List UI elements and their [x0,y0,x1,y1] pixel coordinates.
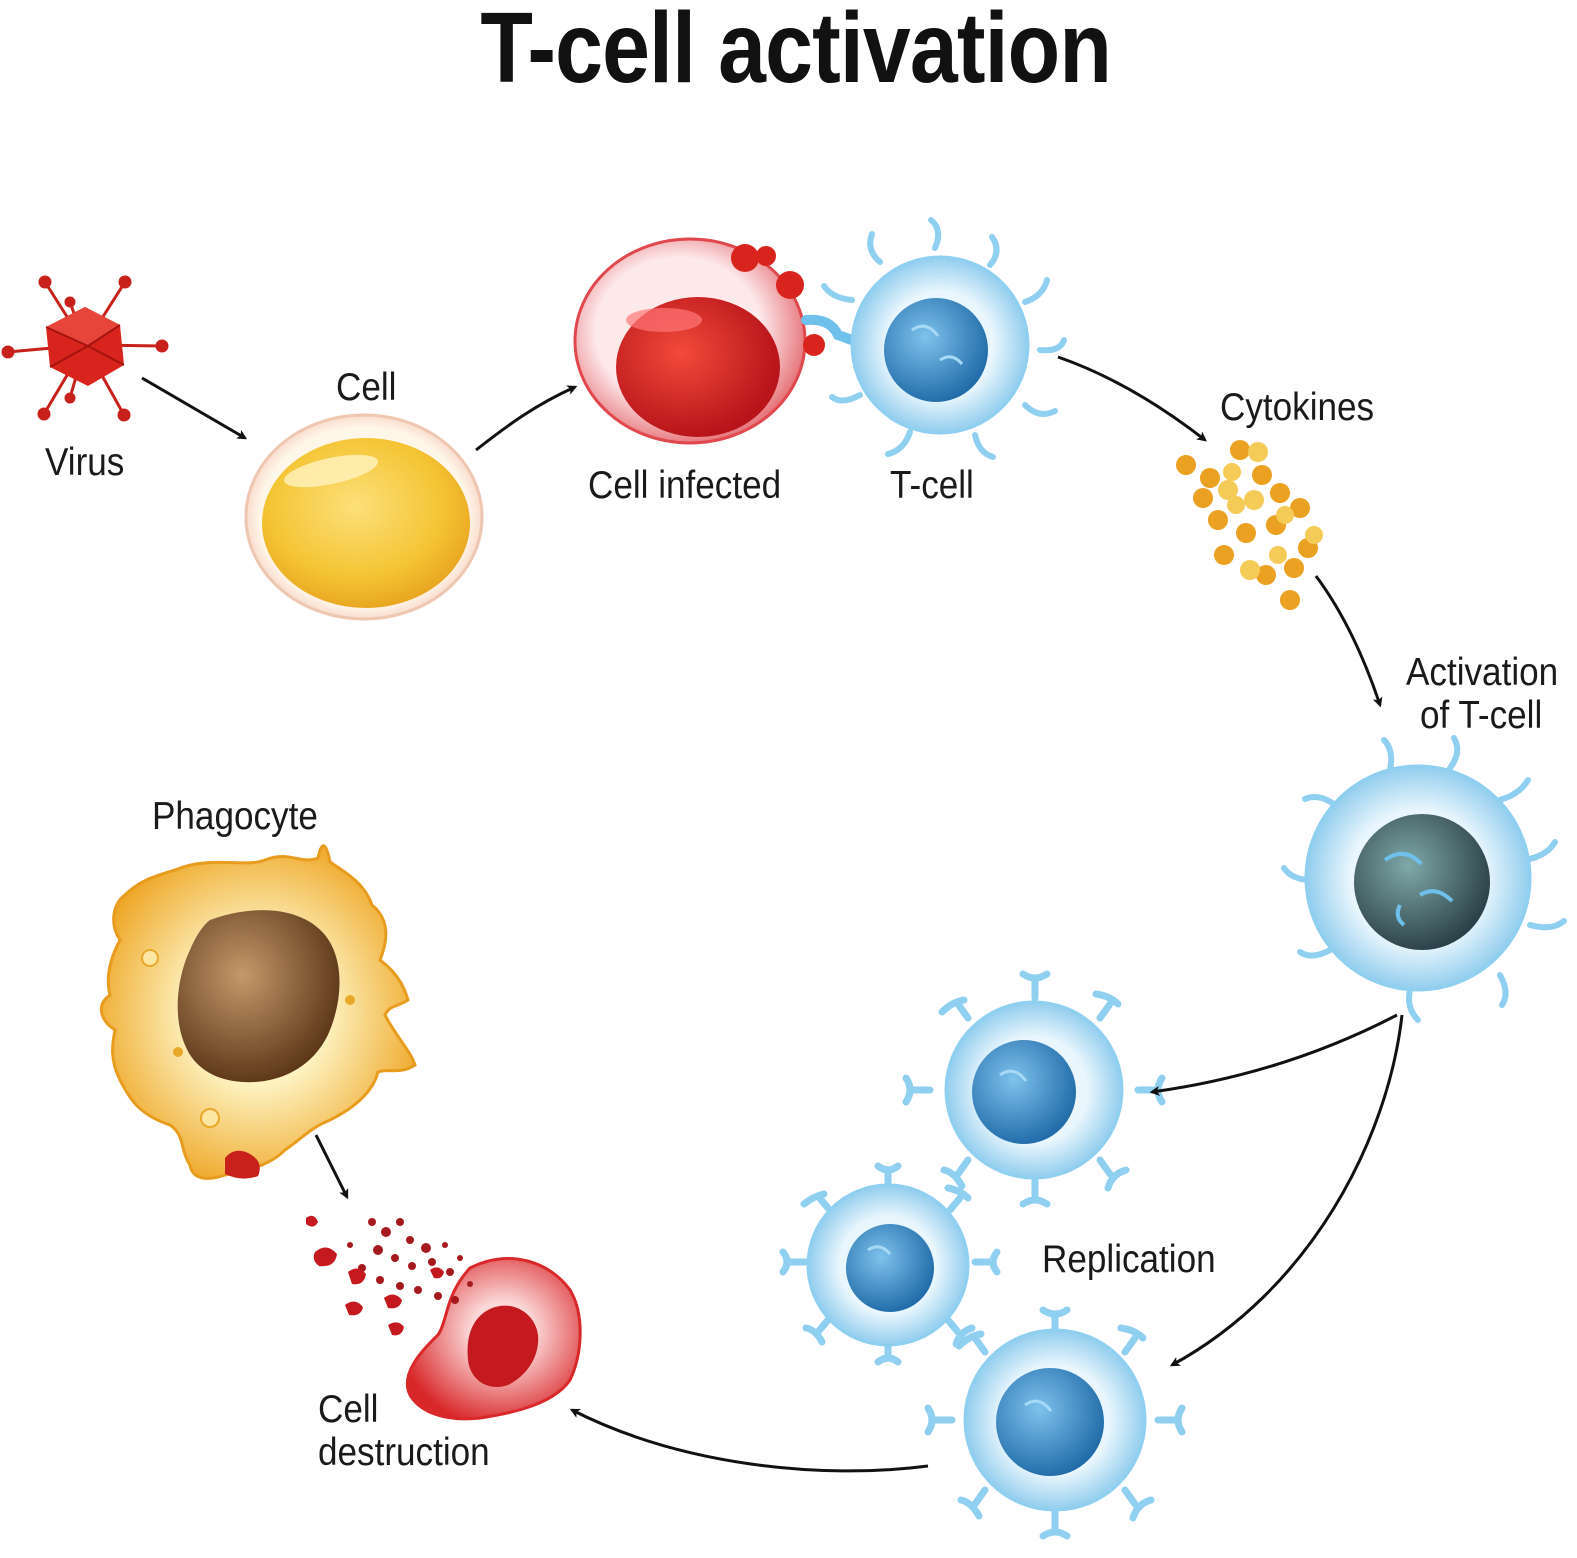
arrow-virus-to-cell [141,376,248,440]
arrow-activation-to-replicate-1 [1149,1013,1398,1096]
flow-arrows [141,355,1404,1473]
replicated-t-cell-1-icon [902,970,1166,1208]
replicated-t-cell-3-icon [924,1306,1186,1540]
arrow-replication-to-destruction [569,1408,929,1473]
label-activation-line1: Activation [1406,651,1559,694]
label-phagocyte: Phagocyte [152,795,318,838]
replicated-t-cell-2-icon [779,1162,1001,1366]
label-replication: Replication [1042,1238,1216,1281]
activated-t-cell-icon [1281,735,1567,1023]
cytokines-icon [1176,440,1323,610]
infected-cell-icon [573,237,865,445]
label-cytokines: Cytokines [1220,386,1375,429]
label-activation-line2: of T-cell [1420,694,1543,737]
virus-icon [1,275,169,422]
diagram-title: T-cell activation [480,0,1112,104]
label-virus: Virus [45,441,125,484]
arrow-cell-to-infected [475,385,578,452]
arrow-activation-to-replicate-3 [1169,1014,1404,1367]
label-destruction-line2: destruction [318,1431,490,1474]
arrow-phagocyte-to-destruction [314,1134,349,1200]
label-t-cell: T-cell [890,464,974,507]
t-cell-icon [821,217,1067,460]
cell-destruction-icon [306,1215,582,1421]
label-destruction-line1: Cell [318,1388,379,1431]
label-cell-infected: Cell infected [588,464,782,507]
cell-icon [244,413,484,621]
phagocyte-icon [99,844,417,1180]
arrow-cytokines-to-activation [1314,575,1383,708]
arrow-tcell-to-cytokines [1057,355,1207,442]
label-cell: Cell [336,366,397,409]
